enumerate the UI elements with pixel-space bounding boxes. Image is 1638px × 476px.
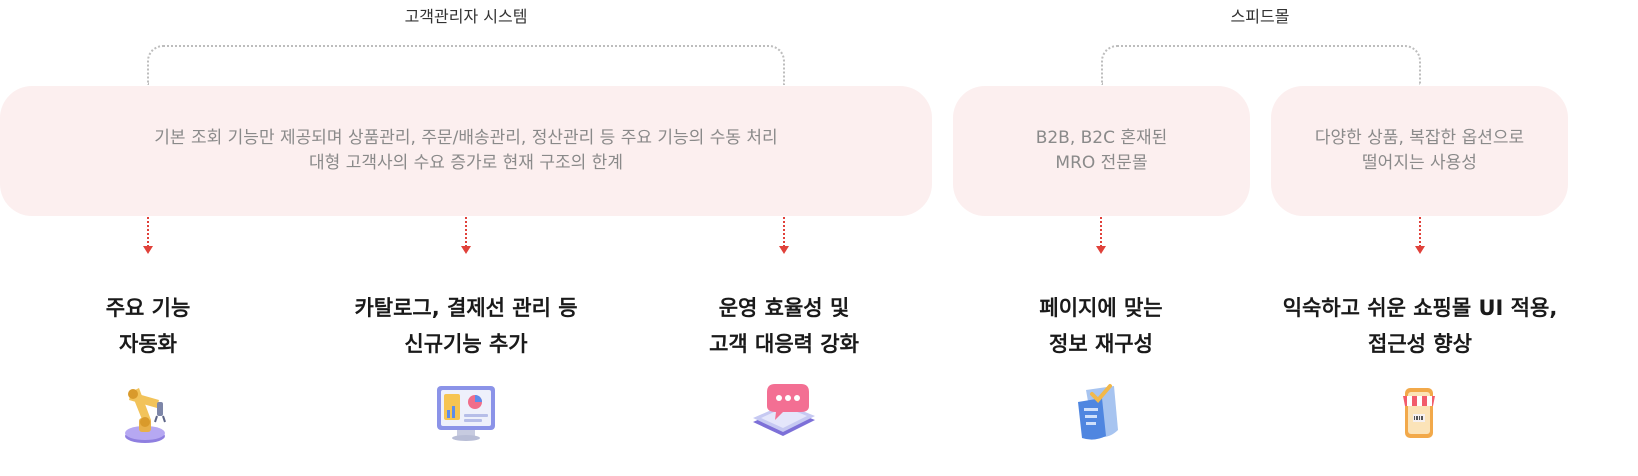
arrow-down-icon [1095, 217, 1107, 255]
solution-efficiency: 운영 효율성 및 고객 대응력 강화 [619, 290, 949, 362]
solution-line: 정보 재구성 [1049, 332, 1153, 356]
problem-box-crm: 기본 조회 기능만 제공되며 상품관리, 주문/배송관리, 정산관리 등 주요 … [0, 86, 932, 216]
group-label-crm: 고객관리자 시스템 [404, 7, 528, 26]
problem-box-usability: 다양한 상품, 복잡한 옵션으로 떨어지는 사용성 [1271, 86, 1568, 216]
problem-crm-line-2: 대형 고객사의 수요 증가로 현재 구조의 한계 [309, 153, 623, 173]
mobile-shop-icon [1403, 388, 1435, 438]
group-label-speedmall: 스피드몰 [1230, 7, 1290, 26]
solution-new-features: 카탈로그, 결제선 관리 등 신규기능 추가 [301, 290, 631, 362]
solution-usability: 익숙하고 쉬운 쇼핑몰 UI 적용, 접근성 향상 [1255, 290, 1585, 362]
chat-bubble-phone-icon [753, 384, 815, 436]
arrow-down-icon [778, 217, 790, 255]
solution-line: 운영 효율성 및 [718, 296, 850, 320]
solution-line: 주요 기능 [105, 296, 191, 320]
bracket-crm [147, 45, 785, 85]
solution-line: 페이지에 맞는 [1039, 296, 1163, 320]
solution-line: 익숙하고 쉬운 쇼핑몰 UI 적용, [1282, 296, 1558, 320]
solution-line: 자동화 [119, 332, 177, 356]
problem-mro-line-2: MRO 전문몰 [1055, 153, 1148, 173]
solution-automation: 주요 기능 자동화 [0, 290, 313, 362]
solution-line: 카탈로그, 결제선 관리 등 [354, 296, 578, 320]
solution-line: 고객 대응력 강화 [709, 332, 859, 356]
problem-usability-line-2: 떨어지는 사용성 [1362, 153, 1477, 173]
arrow-down-icon [460, 217, 472, 255]
robot-arm-icon [125, 388, 166, 443]
solution-line: 접근성 향상 [1368, 332, 1472, 356]
monitor-dashboard-icon [437, 386, 495, 441]
bracket-speedmall [1101, 45, 1421, 85]
problem-usability-line-1: 다양한 상품, 복잡한 옵션으로 [1314, 128, 1525, 148]
arrow-down-icon [142, 217, 154, 255]
problem-mro-line-1: B2B, B2C 혼재된 [1035, 128, 1168, 148]
solution-line: 신규기능 추가 [404, 332, 528, 356]
problem-box-mro: B2B, B2C 혼재된 MRO 전문몰 [953, 86, 1250, 216]
receipt-check-icon [1078, 384, 1118, 440]
arrow-down-icon [1414, 217, 1426, 255]
solution-restructure: 페이지에 맞는 정보 재구성 [936, 290, 1266, 362]
problem-crm-line-1: 기본 조회 기능만 제공되며 상품관리, 주문/배송관리, 정산관리 등 주요 … [154, 128, 778, 148]
